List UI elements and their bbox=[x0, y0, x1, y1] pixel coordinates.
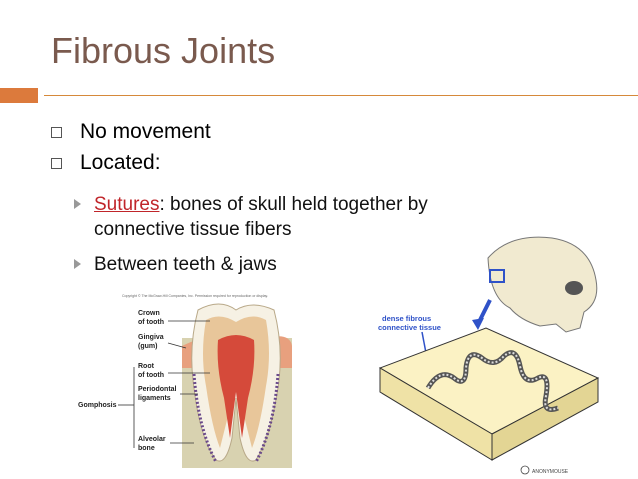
eye-socket-shape bbox=[565, 281, 583, 295]
periodontal-ligament-left bbox=[192, 373, 218, 463]
checkbox-bullet-icon bbox=[51, 157, 62, 169]
label-gum: (gum) bbox=[138, 343, 157, 350]
label-gingiva: Gingiva bbox=[138, 334, 164, 341]
periodontal-ligament-right bbox=[254, 373, 280, 463]
label-periodontal: Periodontal bbox=[138, 386, 177, 393]
pointer-line bbox=[167, 342, 187, 349]
title-accent-bar bbox=[0, 88, 38, 103]
bullet-text: No movement bbox=[80, 120, 211, 143]
anonymouse-logo-text: ANONYMOUSE bbox=[532, 469, 569, 475]
suture-diagram: dense fibrous connective tissue ANONYMOU… bbox=[378, 236, 600, 475]
title-divider bbox=[44, 95, 638, 96]
sutures-text: : bones of skull held together by bbox=[159, 194, 428, 215]
label-of-tooth: of tooth bbox=[138, 319, 164, 326]
label-ligaments: ligaments bbox=[138, 395, 171, 402]
bullet-no-movement: No movement bbox=[51, 120, 211, 144]
bullet-located: Located: bbox=[51, 151, 161, 175]
teeth-text: Between teeth & jaws bbox=[94, 254, 277, 275]
highlight-box-icon bbox=[489, 269, 505, 283]
triangle-bullet-icon bbox=[74, 259, 81, 269]
sutures-link[interactable]: Sutures bbox=[94, 194, 160, 215]
copyright-icon bbox=[520, 465, 530, 475]
label-gomphosis: Gomphosis bbox=[78, 402, 117, 409]
label-crown: Crown bbox=[138, 310, 160, 317]
bone-slab-side bbox=[491, 377, 599, 461]
connective-tissue-label: connective tissue bbox=[378, 323, 441, 332]
suture-fibers-shape bbox=[427, 351, 559, 411]
checkbox-bullet-icon bbox=[51, 126, 62, 138]
dense-fibrous-label: dense fibrous bbox=[382, 314, 431, 323]
triangle-bullet-icon bbox=[74, 199, 81, 209]
slide-title: Fibrous Joints bbox=[51, 30, 276, 71]
label-alveolar: Alveolar bbox=[138, 436, 166, 443]
pulp-shape bbox=[217, 335, 255, 438]
sub-bullet-teeth: Between teeth & jaws bbox=[74, 252, 277, 277]
copyright-text: Copyright © The McGraw-Hill Companies, I… bbox=[122, 294, 268, 298]
bullet-text: Located: bbox=[80, 151, 161, 174]
skull-icon bbox=[487, 236, 598, 333]
label-bone: bone bbox=[138, 445, 155, 452]
arrow-head-icon bbox=[472, 318, 484, 330]
label-root: Root bbox=[138, 363, 155, 370]
sub-bullet-sutures: Sutures: bones of skull held together by… bbox=[74, 192, 428, 242]
gomphosis-diagram: Copyright © The McGraw-Hill Companies, I… bbox=[78, 294, 292, 468]
sutures-text-line2: connective tissue fibers bbox=[94, 219, 292, 240]
label-root-of-tooth: of tooth bbox=[138, 372, 164, 379]
